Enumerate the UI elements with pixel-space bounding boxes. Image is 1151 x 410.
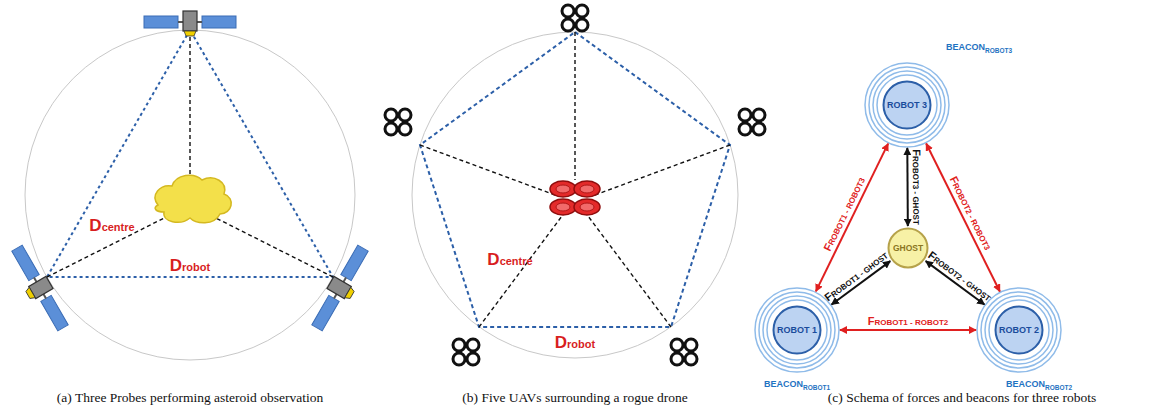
- node-label: GHOST: [893, 243, 923, 253]
- formation-pentagon: [420, 32, 730, 327]
- uav: [671, 339, 697, 365]
- beacon-name: BEACON: [1006, 379, 1045, 389]
- circle-shape: [884, 82, 931, 129]
- beacon-label: BEACONROBOT3: [946, 36, 1012, 54]
- beacon-name: BEACON: [946, 42, 985, 52]
- caption: (a) Three Probes performing asteroid obs…: [57, 390, 323, 406]
- force-label: FROBOT3 - GHOST: [910, 149, 923, 225]
- circle-shape: [774, 307, 821, 354]
- node-label: ROBOT 1: [777, 325, 817, 335]
- distance-label: Drobot: [170, 256, 210, 276]
- caption: (c) Schema of forces and beacons for thr…: [828, 390, 1096, 406]
- beacon-label: BEACONROBOT2: [1006, 373, 1072, 391]
- robot-circle: ROBOT 1BEACONROBOT1: [772, 305, 822, 355]
- beacon-subscript: ROBOT1: [803, 384, 830, 391]
- force-label: FROBOT2 - ROBOT3: [948, 175, 995, 252]
- beacon-label: BEACONROBOT1: [764, 373, 830, 391]
- formation-triangle: [47, 30, 333, 277]
- beacon-name: BEACON: [764, 379, 803, 389]
- uav: [385, 109, 411, 135]
- force-label: FROBOT1 - ROBOT3: [821, 175, 867, 253]
- distance-label: Dcentre: [89, 216, 134, 236]
- distance-label: Drobot: [555, 333, 595, 353]
- centre-lines: [47, 30, 333, 277]
- force-label: FROBOT1 - ROBOT2: [868, 315, 949, 327]
- panel-b: [385, 5, 765, 365]
- force-label: FROBOT1 - GHOST: [822, 248, 890, 303]
- centre-lines: [420, 32, 730, 327]
- asteroid: [155, 175, 231, 223]
- beacon-rings: [755, 63, 1061, 372]
- probe: [144, 11, 236, 36]
- force-arrow: [840, 329, 976, 331]
- distance-label: Dcentre: [487, 250, 532, 270]
- orbit-circle: [412, 32, 738, 358]
- uav: [453, 339, 479, 365]
- robot-circle: ROBOT 3BEACONROBOT3: [882, 80, 932, 130]
- robot-circle: ROBOT 2BEACONROBOT2: [994, 305, 1044, 355]
- rogue-drone: [550, 181, 600, 215]
- node-label: ROBOT 2: [999, 325, 1039, 335]
- panel-a: [5, 11, 375, 360]
- caption: (b) Five UAVs surrounding a rogue drone: [462, 390, 687, 406]
- probe: [307, 243, 375, 335]
- beacon-subscript: ROBOT3: [985, 47, 1012, 54]
- force-label: FROBOT2 - GHOST: [926, 248, 994, 303]
- probe: [5, 243, 73, 335]
- beacon-subscript: ROBOT2: [1045, 384, 1072, 391]
- force-arrow: [906, 148, 909, 226]
- circle-shape: [996, 307, 1043, 354]
- node-label: ROBOT 3: [887, 100, 927, 110]
- uav: [739, 109, 765, 135]
- force-arrow: [816, 144, 888, 292]
- uav: [562, 5, 588, 31]
- ghost-circle: GHOST: [887, 227, 929, 269]
- orbit-circle: [25, 30, 355, 360]
- circle-shape: [889, 229, 928, 268]
